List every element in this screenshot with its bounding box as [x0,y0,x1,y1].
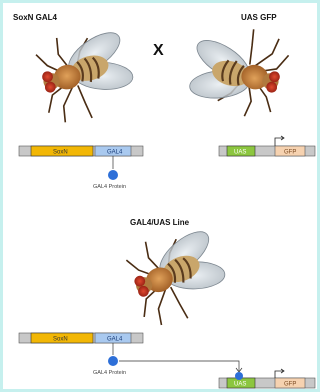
uas-gfp-construct: UAS GFP [219,136,315,156]
cross-symbol: X [153,42,164,59]
combined-uas-gfp-construct: UAS GFP [219,369,315,388]
gal4-label: GAL4 [107,150,123,156]
binding-arrow-icon [119,361,239,371]
soxn-label: SoxN [53,150,68,156]
gal4-protein-icon [108,356,118,366]
right-fly-title: UAS GFP [241,13,277,22]
bound-gal4-protein-icon [235,372,243,380]
bottom-fly-title: GAL4/UAS Line [130,218,190,227]
combined-soxn-gal4-construct: SoxN GAL4 GAL4 Protein [19,333,242,376]
gal4-label: GAL4 [107,337,123,343]
gal4-uas-diagram: SoxN GAL4 X UAS GFP GAL4/UAS Line SoxN G… [3,3,317,389]
gfp-label: GFP [284,382,296,388]
soxn-gal4-construct: SoxN GAL4 GAL4 Protein [19,146,143,190]
uas-label: UAS [234,150,246,156]
gal4-protein-label: GAL4 Protein [93,184,126,190]
left-fly-title: SoxN GAL4 [13,13,58,22]
soxn-label: SoxN [53,337,68,343]
gal4-uas-line-fly-image [120,219,238,333]
uas-gfp-fly-image [179,15,293,123]
gal4-protein-icon [108,170,118,180]
soxn-gal4-fly-image [31,21,145,129]
gfp-label: GFP [284,150,296,156]
gal4-protein-label: GAL4 Protein [93,370,126,376]
uas-label: UAS [234,382,246,388]
